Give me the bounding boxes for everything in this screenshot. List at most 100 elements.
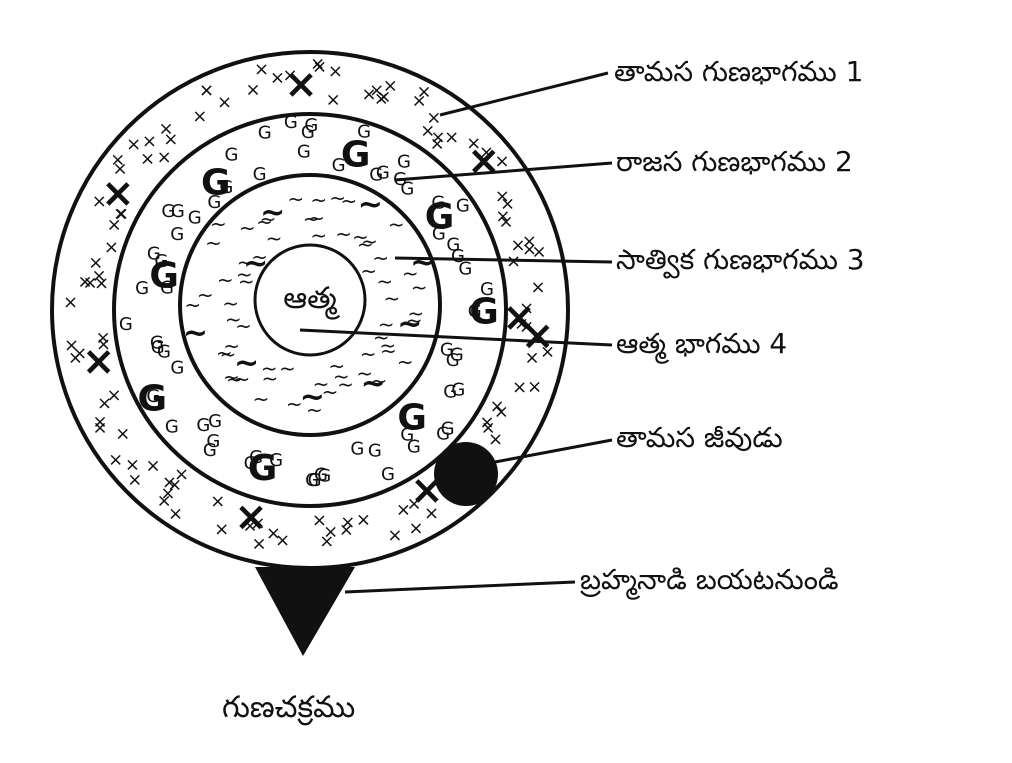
tamasa-mark: ×	[199, 80, 214, 101]
tamasa-mark: ×	[126, 134, 141, 155]
tamasa-mark: ×	[192, 106, 207, 127]
tamasa-mark: ×	[502, 294, 536, 340]
tamasa-mark: ×	[266, 523, 281, 544]
rajasa-mark: G	[446, 234, 460, 255]
rajasa-mark: G	[154, 251, 168, 272]
rajasa-mark: G	[138, 378, 168, 419]
satvika-mark: ~	[236, 263, 253, 287]
rajasa-mark: G	[368, 441, 382, 462]
tamasa-mark: ×	[498, 211, 513, 232]
tamasa-mark: ×	[83, 272, 98, 293]
label-tamasa-gunabhagamu: తామస గుణభాగము 1	[614, 55, 864, 88]
tamasa-mark: ×	[430, 133, 445, 154]
tamasa-mark: ×	[479, 142, 494, 163]
tamasa-mark: ×	[328, 61, 343, 82]
tamasa-mark: ×	[162, 472, 177, 493]
rajasa-mark: G	[284, 112, 298, 133]
satvika-mark: ~	[253, 387, 270, 411]
rajasa-mark: G	[203, 440, 217, 461]
rajasa-mark: G	[376, 163, 390, 184]
tamasa-mark: ×	[78, 271, 93, 292]
tamasa-mark: ×	[524, 348, 539, 369]
rajasa-mark: G	[468, 301, 482, 322]
satvika-mark: ~	[379, 333, 396, 357]
tamasa-mark: ×	[167, 475, 182, 496]
rajasa-mark: G	[157, 342, 171, 363]
satvika-mark: ~	[183, 316, 208, 351]
tamasa-mark: ×	[168, 504, 183, 525]
tamasa-mark: ×	[283, 65, 298, 86]
tamasa-mark: ×	[214, 519, 229, 540]
tamasa-mark: ×	[319, 531, 334, 552]
tamasa-mark: ×	[159, 119, 174, 140]
rajasa-mark: G	[208, 411, 222, 432]
tamasa-mark: ×	[63, 292, 78, 313]
tamasa-mark: ×	[125, 454, 140, 475]
tamasa-mark: ×	[500, 194, 515, 215]
tamasa-mark: ×	[64, 335, 79, 356]
satvika-mark: ~	[205, 231, 222, 255]
satvika-mark: ~	[225, 307, 242, 331]
rajasa-mark: G	[431, 193, 445, 214]
rajasa-mark: G	[407, 437, 421, 458]
satvika-mark: ~	[217, 268, 234, 292]
rajasa-mark: G	[305, 470, 319, 491]
rajasa-mark: G	[149, 256, 179, 297]
rajasa-mark: G	[440, 340, 454, 361]
rajasa-mark: G	[151, 337, 165, 358]
label-tamasa-jeevudu: తామస జీవుడు	[616, 421, 783, 454]
tamasa-jeevudu-dot	[434, 442, 498, 506]
satvika-mark: ~	[184, 293, 201, 317]
rajasa-mark: G	[400, 424, 414, 445]
satvika-mark: ~	[303, 207, 320, 231]
rajasa-mark: G	[432, 224, 446, 245]
tamasa-mark: ×	[160, 483, 175, 504]
tamasa-mark: ×	[284, 61, 318, 107]
tamasa-mark: ×	[113, 159, 128, 180]
satvika-mark: ~	[226, 368, 243, 392]
tamasa-mark: ×	[96, 334, 111, 355]
satvika-mark: ~	[251, 245, 268, 269]
satvika-mark: ~	[308, 206, 325, 230]
rajasa-mark: G	[304, 115, 318, 136]
rajasa-mark: G	[332, 155, 346, 176]
diagram-title: గుణచక్రము	[222, 690, 356, 725]
tamasa-mark: ×	[114, 203, 129, 224]
tamasa-mark: ×	[210, 491, 225, 512]
satvika-mark: ~	[223, 334, 240, 358]
tamasa-mark: ×	[217, 92, 232, 113]
tamasa-mark: ×	[326, 89, 341, 110]
tamasa-mark: ×	[68, 348, 83, 369]
label-rajasa-gunabhagamu: రాజస గుణభాగము 2	[616, 145, 853, 178]
satvika-mark: ~	[310, 188, 327, 212]
rajasa-mark: G	[258, 122, 272, 143]
satvika-mark: ~	[410, 246, 435, 281]
tamasa-mark: ×	[88, 252, 103, 273]
satvika-mark: ~	[411, 275, 428, 299]
tamasa-mark: ×	[530, 277, 545, 298]
satvika-mark: ~	[352, 225, 369, 249]
tamasa-mark: ×	[495, 186, 510, 207]
satvika-mark: ~	[256, 210, 273, 234]
satvika-mark: ~	[384, 286, 401, 310]
satvika-mark: ~	[286, 392, 303, 416]
rajasa-mark: G	[147, 244, 161, 265]
rajasa-mark: G	[225, 145, 239, 166]
brahmanadi-triangle	[255, 567, 355, 656]
tamasa-mark: ×	[376, 87, 391, 108]
tamasa-mark: ×	[540, 341, 555, 362]
satvika-mark: ~	[262, 367, 279, 391]
rajasa-mark: G	[150, 332, 164, 353]
tamasa-mark: ×	[361, 84, 376, 105]
rajasa-mark: G	[317, 466, 331, 487]
tamasa-mark: ×	[127, 469, 142, 490]
ring-satvika	[178, 173, 442, 437]
satvika-mark: ~	[356, 362, 373, 386]
tamasa-mark: ×	[467, 138, 501, 184]
tamasa-mark: ×	[312, 510, 327, 531]
satvika-mark: ~	[333, 365, 350, 389]
tamasa-mark: ×	[115, 423, 130, 444]
tamasa-mark: ×	[356, 509, 371, 530]
